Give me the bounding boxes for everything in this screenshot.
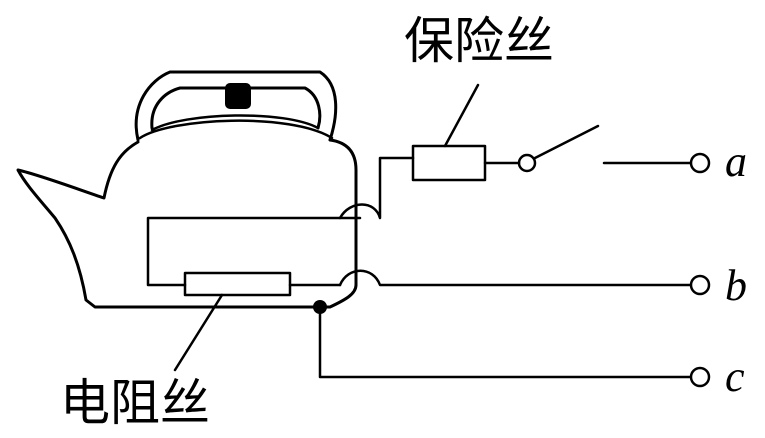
wire-to-terminal-c <box>318 305 692 379</box>
resistor-leader-line <box>173 293 224 372</box>
kettle-body <box>16 138 358 309</box>
terminal-a <box>689 152 711 174</box>
terminal-b-label: b <box>725 261 747 310</box>
resistor <box>183 271 292 297</box>
terminal-b <box>689 274 711 296</box>
terminal-a-label: a <box>725 137 747 186</box>
lid-knob <box>225 83 251 109</box>
fuse-label: 保险丝 <box>404 12 554 70</box>
terminal-c <box>689 366 711 388</box>
wire-to-terminal-b <box>338 269 692 287</box>
fuse <box>411 144 487 182</box>
kettle-lid <box>134 70 338 142</box>
switch-blade <box>533 124 600 160</box>
terminal-c-label: c <box>725 352 745 401</box>
wire-to-fuse <box>338 156 415 220</box>
resistor-label: 电阻丝 <box>60 374 210 432</box>
switch-pivot <box>517 153 537 173</box>
fuse-leader-line <box>443 83 480 148</box>
internal-loop <box>146 216 362 287</box>
